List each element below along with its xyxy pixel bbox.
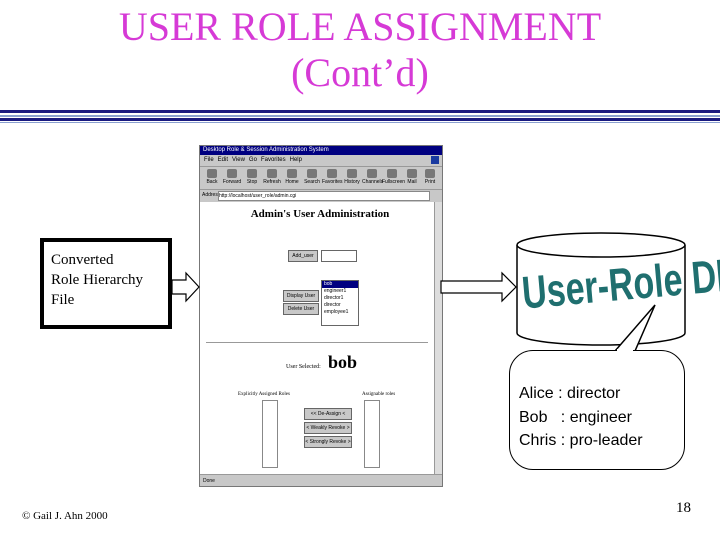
list-item[interactable]: bob (322, 281, 358, 288)
list-item[interactable]: engineer1 (324, 288, 347, 294)
browser-screenshot: Desktop Role & Session Administration Sy… (199, 145, 443, 487)
left-arrow (171, 271, 200, 303)
explicit-roles-label: Explicitly Assigned Roles (238, 392, 290, 397)
mail-icon (407, 169, 417, 178)
left-box-line: Role Hierarchy (51, 272, 144, 288)
mail-button[interactable]: Mail (402, 169, 422, 187)
divider-bar-1 (0, 110, 720, 113)
search-button[interactable]: Search (302, 169, 322, 187)
menu-go[interactable]: Go (248, 157, 257, 163)
callout-join (617, 349, 633, 353)
channels-icon (367, 169, 377, 178)
browser-toolbar: Back Forward Stop Refresh Home Search Fa… (200, 166, 442, 190)
address-label: Address (202, 192, 221, 198)
user-selected-label: User Selected: (286, 364, 321, 370)
converted-role-hierarchy-box: Converted Role Hierarchy File (40, 238, 172, 329)
divider-bar-4 (0, 122, 720, 123)
browser-title-bar: Desktop Role & Session Administration Sy… (200, 146, 442, 155)
user-selected-value: bob (328, 352, 358, 372)
menu-file[interactable]: File (204, 157, 214, 163)
stop-icon (247, 169, 257, 178)
list-item[interactable]: director1 (324, 295, 344, 301)
refresh-icon (267, 169, 277, 178)
status-text: Done (203, 478, 215, 484)
fullscreen-icon (387, 169, 397, 178)
db-entry: Chris : pro-leader (519, 432, 643, 449)
favorites-button[interactable]: Favorites (322, 169, 343, 187)
user-listbox[interactable]: bob engineer1 director1 director employe… (321, 280, 359, 326)
add-user-button[interactable]: Add_user (288, 250, 318, 262)
page-content: Admin's User Administration Add_user Dis… (200, 202, 434, 474)
forward-icon (227, 169, 237, 178)
divider-bar-2 (0, 115, 720, 117)
footer-copyright: © Gail J. Ahn 2000 (22, 510, 108, 522)
assignable-roles-listbox[interactable] (364, 400, 380, 468)
refresh-button[interactable]: Refresh (262, 169, 282, 187)
explicit-roles-listbox[interactable] (262, 400, 278, 468)
deassign-button[interactable]: << De-Assign < (304, 408, 352, 420)
channels-button[interactable]: Channels (362, 169, 383, 187)
home-button[interactable]: Home (282, 169, 302, 187)
delete-user-button[interactable]: Delete User (283, 303, 319, 315)
left-box-line: Converted (51, 252, 114, 268)
back-button[interactable]: Back (202, 169, 222, 187)
content-divider (206, 342, 428, 343)
assignable-roles-label: Assignable roles (362, 392, 396, 397)
stop-button[interactable]: Stop (242, 169, 262, 187)
address-bar: Address http://localhost/user_role/admin… (200, 189, 442, 201)
browser-scrollbar[interactable] (434, 202, 442, 474)
page-heading: Admin's User Administration (250, 208, 390, 220)
browser-status-bar: Done (200, 474, 442, 486)
favorites-icon (327, 169, 337, 178)
history-icon (347, 169, 357, 178)
print-icon (425, 169, 435, 178)
db-entry: Bob : engineer (519, 409, 632, 426)
ie-logo-icon (431, 156, 439, 164)
left-box-line: File (51, 292, 75, 308)
menu-help[interactable]: Help (289, 157, 302, 163)
db-entry: Alice : director (519, 385, 621, 402)
menu-favorites[interactable]: Favorites (260, 157, 286, 163)
list-item[interactable]: director (324, 302, 341, 308)
home-icon (287, 169, 297, 178)
menu-edit[interactable]: Edit (217, 157, 229, 163)
slide-title-line1: USER ROLE ASSIGNMENT (118, 4, 602, 49)
list-item[interactable]: employee1 (324, 309, 349, 315)
address-input[interactable]: http://localhost/user_role/admin.cgi (218, 191, 430, 201)
history-button[interactable]: History (342, 169, 362, 187)
search-icon (307, 169, 317, 178)
back-icon (207, 169, 217, 178)
add-user-input[interactable] (321, 250, 357, 262)
fullscreen-button[interactable]: Fullscreen (382, 169, 405, 187)
strongly-revoke-button[interactable]: < Strongly Revoke > (304, 436, 352, 448)
display-user-button[interactable]: Display User (283, 290, 319, 302)
print-button[interactable]: Print (420, 169, 440, 187)
slide-title-line2: (Cont’d) (291, 50, 429, 95)
page-number: 18 (676, 500, 691, 516)
menu-view[interactable]: View (232, 157, 245, 163)
db-entries-callout: Alice : director Bob : engineer Chris : … (509, 350, 685, 470)
divider-bar-3 (0, 118, 720, 121)
right-arrow (440, 271, 517, 303)
forward-button[interactable]: Forward (222, 169, 242, 187)
slide-title: USER ROLE ASSIGNMENT (Cont’d) (0, 4, 720, 96)
weakly-revoke-button[interactable]: < Weakly Revoke > (304, 422, 352, 434)
browser-window-title: Desktop Role & Session Administration Sy… (203, 147, 329, 153)
